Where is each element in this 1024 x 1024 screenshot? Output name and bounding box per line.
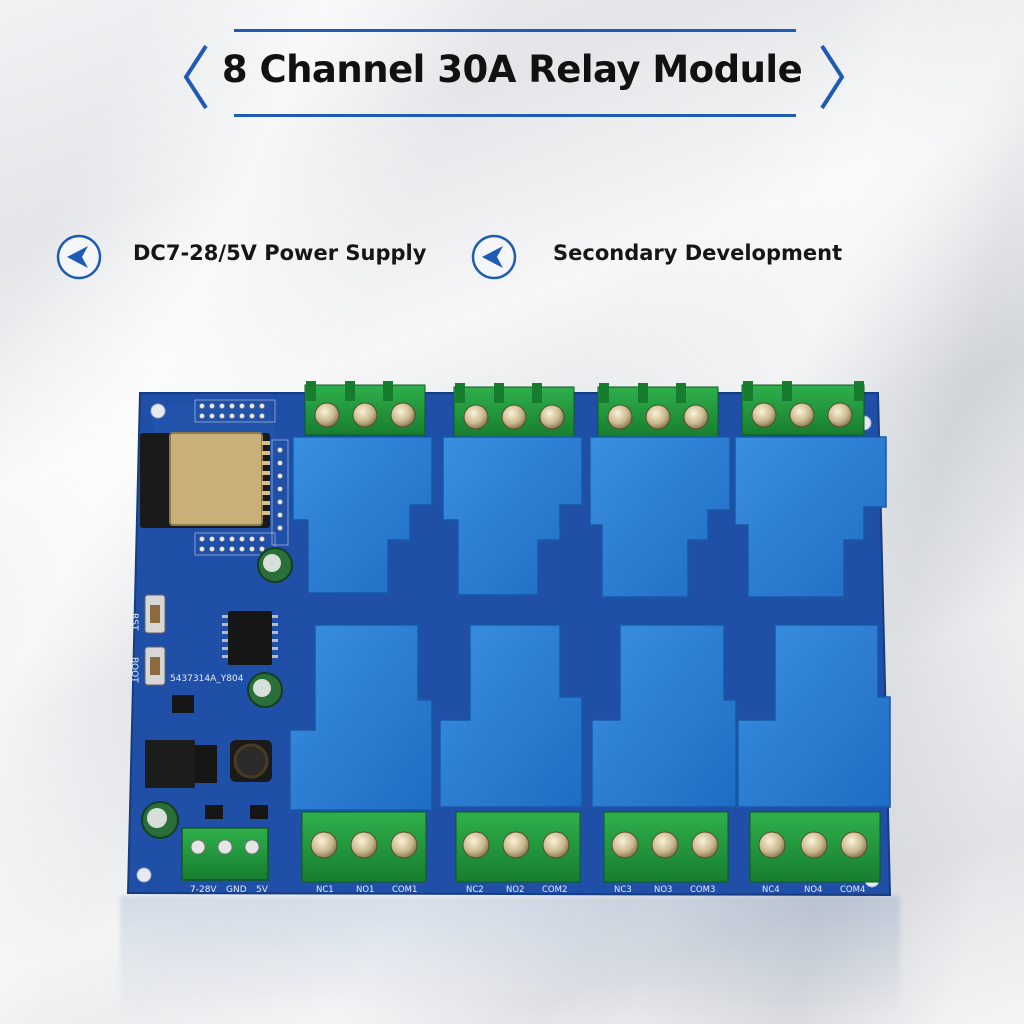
page-title: 8 Channel 30A Relay Module (221, 48, 803, 91)
bottom-terminal-group-1 (301, 811, 427, 883)
boot-label: BOOT (129, 657, 139, 683)
relay-7 (591, 624, 737, 808)
bottom-terminal-group-4 (749, 811, 881, 883)
bottom-terminal-group-2 (455, 811, 581, 883)
power-label-gnd: GND (226, 885, 247, 895)
feature-power-supply: DC7-28/5V Power Supply (133, 241, 427, 265)
top-terminal-group-3 (597, 383, 719, 438)
capacitor (257, 547, 293, 583)
terminal-label: NO4 (804, 885, 822, 895)
capacitor (247, 672, 283, 708)
relay-8 (737, 624, 891, 808)
bottom-terminal-group-3 (603, 811, 729, 883)
terminal-label: NO2 (506, 885, 524, 895)
board-reflection (120, 896, 900, 1016)
title-rule-bottom (234, 114, 796, 117)
terminal-label: COM3 (690, 885, 715, 895)
relay-board-image: RST BOOT 5437314A_Y804 7-28V GND 5V (126, 381, 892, 897)
terminal-label: NO1 (356, 885, 374, 895)
relay-1 (292, 436, 433, 594)
relay-6 (439, 624, 583, 808)
ic-chip (228, 611, 272, 665)
terminal-label: NC4 (762, 885, 780, 895)
relay-5 (289, 624, 433, 811)
power-label-vin: 7-28V (190, 885, 217, 895)
inductor (230, 740, 272, 782)
terminal-label: COM4 (840, 885, 865, 895)
chip-label: 5437314A_Y804 (170, 674, 244, 684)
capacitor (141, 801, 179, 839)
chevron-right-icon (820, 44, 845, 110)
regulator (145, 740, 195, 788)
terminal-label: NC3 (614, 885, 632, 895)
terminal-label: COM2 (542, 885, 567, 895)
blue-arrow-circle-icon (56, 234, 102, 280)
relay-2 (442, 436, 583, 596)
power-label-5v: 5V (256, 885, 269, 895)
feature-secondary-development: Secondary Development (553, 241, 843, 265)
boot-button (144, 646, 166, 686)
relay-3 (589, 436, 731, 598)
terminal-label: NC1 (316, 885, 334, 895)
rst-label: RST (129, 613, 139, 631)
blue-arrow-circle-icon (471, 234, 517, 280)
terminal-label: NO3 (654, 885, 672, 895)
terminal-label: NC2 (466, 885, 484, 895)
rst-button (144, 594, 166, 634)
terminal-label: COM1 (392, 885, 417, 895)
relay-4 (734, 436, 887, 598)
chevron-left-icon (183, 44, 208, 110)
title-rule-top (234, 29, 796, 32)
top-terminal-group-4 (741, 381, 865, 436)
top-terminal-group-1 (304, 381, 426, 436)
top-terminal-group-2 (453, 383, 575, 438)
